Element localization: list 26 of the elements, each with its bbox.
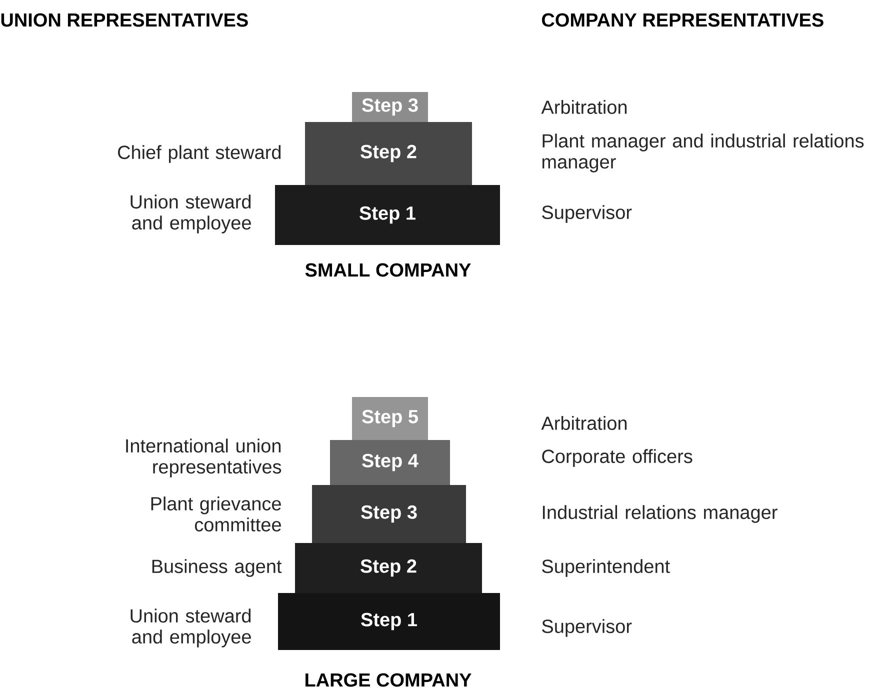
side-label: Supervisor <box>542 619 632 637</box>
heading: LARGE COMPANY <box>306 673 472 687</box>
side-label: Arbitration <box>541 100 627 114</box>
side-label: Supervisor <box>542 205 632 223</box>
step-box: Step 5 <box>352 397 428 440</box>
step-box: Step 4 <box>330 440 450 485</box>
heading: COMPANY REPRESENTATIVES <box>542 13 824 27</box>
side-label: Plant grievance committee <box>151 496 281 532</box>
side-label: Union steward and employee <box>130 194 251 234</box>
side-label: Industrial relations manager <box>542 505 778 523</box>
step-box: Step 1 <box>278 593 500 650</box>
heading: UNION REPRESENTATIVES <box>1 13 248 27</box>
step-box: Step 3 <box>352 92 428 122</box>
step-box: Step 3 <box>312 485 466 543</box>
side-label: Arbitration <box>541 416 627 430</box>
step-box: Step 1 <box>275 185 500 245</box>
side-label: Chief plant steward <box>118 145 281 163</box>
side-label: Superintendent <box>542 559 670 577</box>
side-label: Plant manager and industrial relations manager <box>542 134 864 172</box>
side-label: Union steward and employee <box>130 608 251 648</box>
heading: SMALL COMPANY <box>305 263 471 277</box>
side-label: Business agent <box>152 559 282 577</box>
step-box: Step 2 <box>295 543 482 593</box>
step-box: Step 2 <box>305 122 472 185</box>
side-label: Corporate officers <box>542 449 692 467</box>
side-label: International union representatives <box>126 438 282 478</box>
